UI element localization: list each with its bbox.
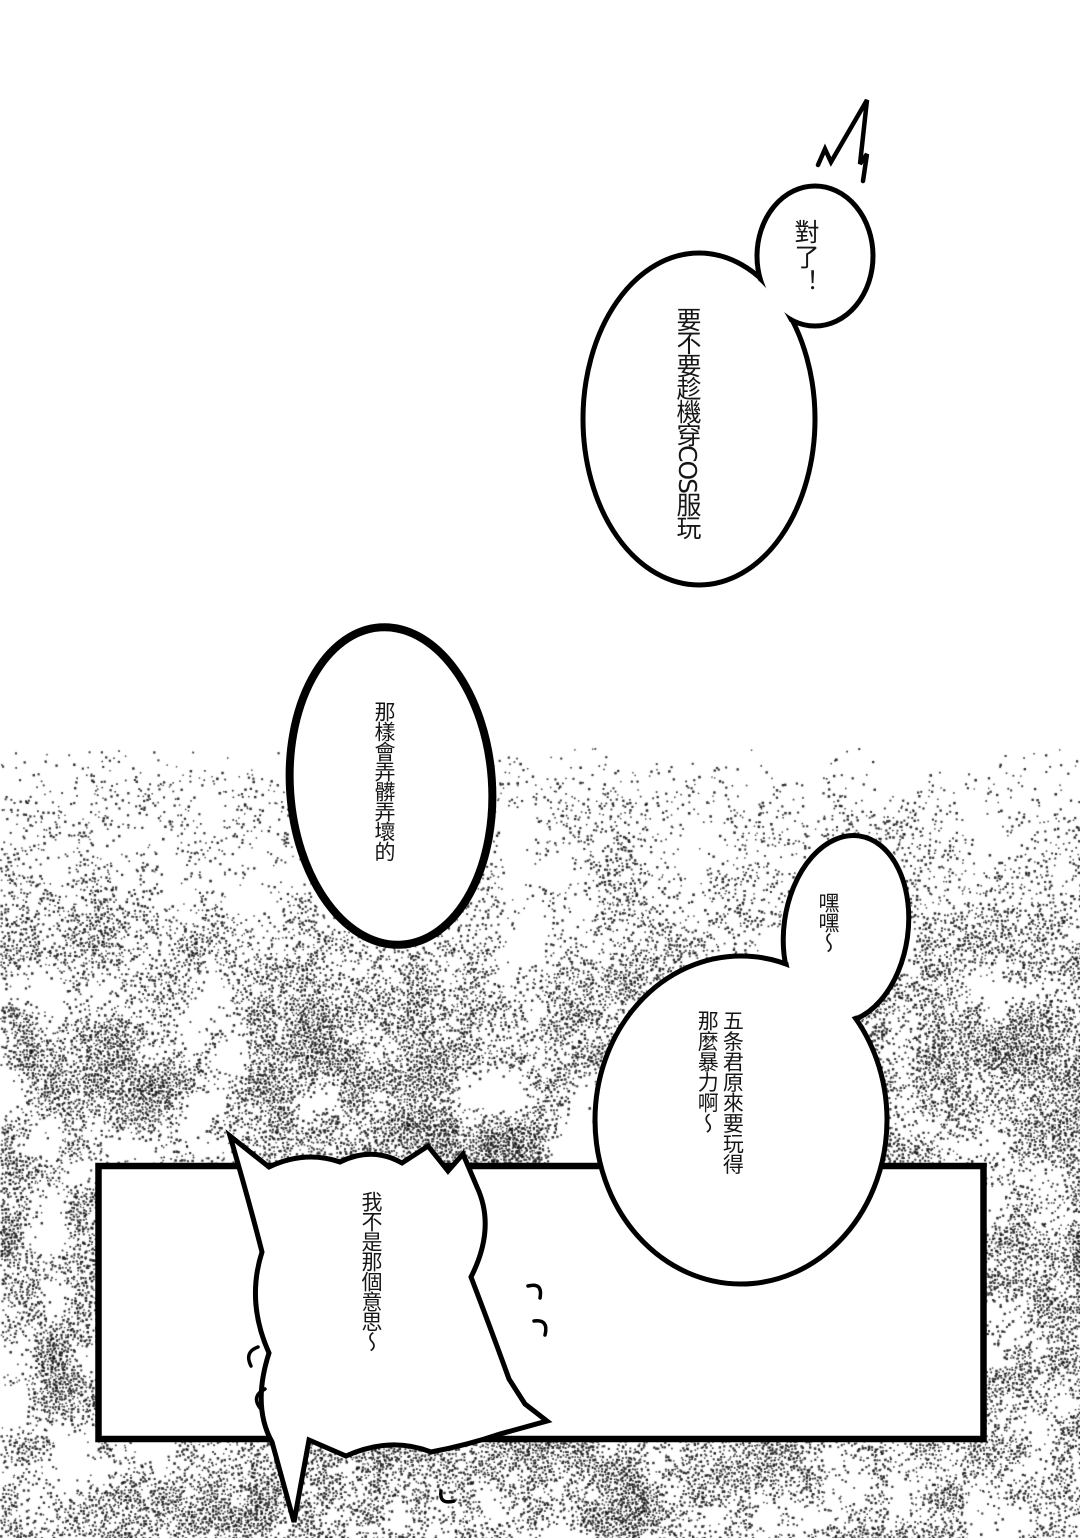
bubble-merge-fill: [786, 838, 906, 1020]
speech-bubble-tease-group: [592, 833, 912, 1287]
flutter-mark-icon: [254, 1387, 267, 1410]
speech-bubble-burst-shape: [225, 1129, 553, 1523]
speech-text-tease: 五条君原來要玩得 那麼暴力啊～: [695, 1010, 745, 1174]
speech-text-exclaim: 對了！: [791, 219, 820, 294]
flutter-mark-icon: [246, 1345, 260, 1368]
flutter-mark-icon: [532, 1319, 548, 1337]
speech-bubble-worry-shape: [285, 623, 497, 949]
bubble-merge-fill: [586, 256, 812, 582]
flutter-mark-icon: [439, 1489, 456, 1504]
shock-mark-icon: [815, 98, 870, 184]
flutter-marks-group: [246, 1283, 548, 1504]
speech-text-giggle: 嘿嘿～: [816, 892, 840, 952]
bubble-merge-fill: [598, 959, 884, 1281]
speech-text-worry: 那樣會弄髒弄壞的: [372, 701, 396, 861]
flutter-mark-icon: [526, 1283, 543, 1300]
speech-text-burst: 我不是那個意思～: [359, 1191, 383, 1351]
bubble-merge-fill: [760, 189, 870, 323]
speech-text-cosplay: 要不要趁機穿COS服玩: [673, 307, 702, 539]
speech-bubble-cosplay-group: [580, 183, 876, 588]
